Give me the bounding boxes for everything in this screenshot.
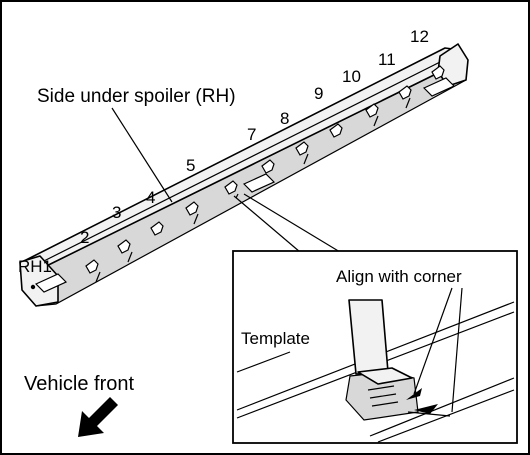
clip-number-label: 3 xyxy=(112,203,121,222)
clip-number-labels: RH1 2 3 4 5 7 8 9 10 11 12 xyxy=(18,27,429,276)
side-under-spoiler-part xyxy=(19,43,469,307)
corner-leader-1 xyxy=(413,287,453,395)
corner-arrowhead-2 xyxy=(414,404,438,414)
template-label: Template xyxy=(241,329,310,348)
corner-leader-2 xyxy=(451,287,463,413)
detail-box: Align with corner Template xyxy=(232,250,518,444)
clip-number-label: 10 xyxy=(342,67,361,86)
template-tool xyxy=(348,299,389,375)
part-label-leader xyxy=(111,107,173,203)
clip-number-label: 12 xyxy=(410,27,429,46)
clip-markers xyxy=(85,65,445,283)
part-label: Side under spoiler (RH) xyxy=(37,86,236,107)
mounting-pads xyxy=(34,77,456,293)
callout-line-right xyxy=(243,193,341,253)
clip-number-label: 11 xyxy=(378,50,396,69)
clip-number-label: 5 xyxy=(186,156,195,175)
corner-arrowhead-1 xyxy=(406,388,422,400)
corner-label: Align with corner xyxy=(336,267,462,286)
clip-number-label: 4 xyxy=(146,188,155,207)
clip-number-label: 8 xyxy=(280,109,289,128)
clip-number-label: RH1 xyxy=(18,257,52,276)
callout-line-left xyxy=(233,195,301,253)
clip-number-label: 2 xyxy=(80,228,89,247)
vehicle-front-label: Vehicle front xyxy=(24,373,135,395)
clip-number-label: 9 xyxy=(314,84,323,103)
clip-number-label: 7 xyxy=(247,125,256,144)
arrow-down-left-icon xyxy=(78,397,118,437)
